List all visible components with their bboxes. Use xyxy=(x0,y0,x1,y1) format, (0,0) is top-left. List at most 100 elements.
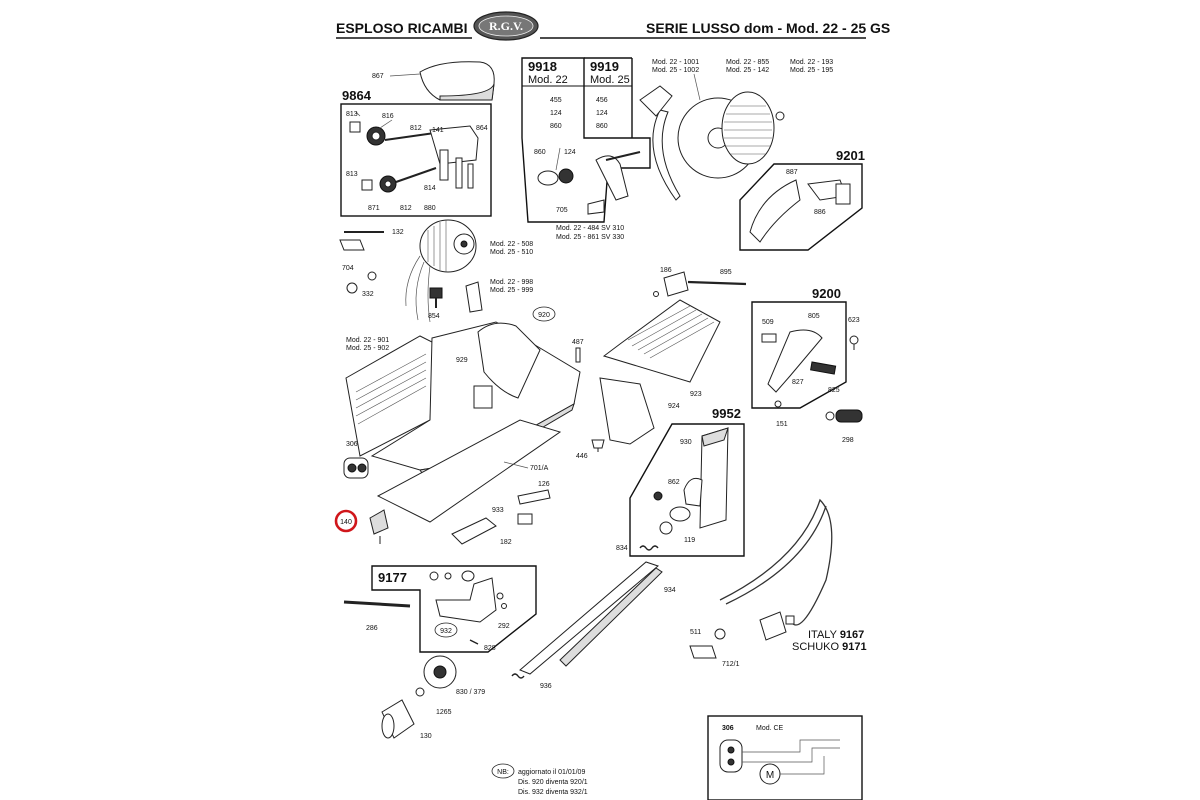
label-934: 934 xyxy=(664,587,676,594)
label-487: 487 xyxy=(572,339,584,346)
label-854: 854 xyxy=(428,313,440,320)
label-887: 887 xyxy=(786,169,798,176)
part-998-bracket xyxy=(465,281,483,313)
part-934-rail xyxy=(519,561,663,675)
part-511-cable-gland xyxy=(714,628,726,640)
label-mod22-484: Mod. 22 - 484 SV 310 xyxy=(556,225,624,232)
label-151: 151 xyxy=(776,421,788,428)
label-828: 828 xyxy=(484,645,496,652)
group-9177-box xyxy=(371,565,537,653)
part-power-cord xyxy=(719,498,833,641)
label-mod25-510: Mod. 25 - 510 xyxy=(490,249,533,256)
group-9918-model: Mod. 22 xyxy=(528,74,568,86)
note-line-1: aggiornato il 01/01/09 xyxy=(518,769,585,776)
label-932: 932 xyxy=(440,628,452,635)
group-9200-box xyxy=(751,301,847,409)
part-854-switch xyxy=(429,287,443,308)
label-871: 871 xyxy=(368,205,380,212)
label-860b: 860 xyxy=(596,123,608,130)
label-119: 119 xyxy=(684,537,695,544)
part-9864-mechanism xyxy=(349,111,479,193)
group-9918-9919-frame xyxy=(521,57,651,223)
label-929: 929 xyxy=(456,357,468,364)
group-9201-box xyxy=(739,163,863,251)
label-mod22-998: Mod. 22 - 998 xyxy=(490,279,533,286)
label-923: 923 xyxy=(690,391,702,398)
label-814: 814 xyxy=(424,185,436,192)
part-9200-handle xyxy=(761,329,837,393)
part-623-knob xyxy=(849,335,859,350)
schuko-plug-label: SCHUKO 9171 xyxy=(792,641,867,653)
group-9919: 9919 xyxy=(590,59,619,74)
group-9919-model: Mod. 25 xyxy=(590,74,630,86)
label-mod22-193: Mod. 22 - 193 xyxy=(790,59,833,66)
part-blade-cover xyxy=(721,91,785,165)
label-623: 623 xyxy=(848,317,860,324)
part-828-screw xyxy=(469,639,479,645)
part-487-screw xyxy=(575,347,581,363)
label-286: 286 xyxy=(366,625,378,632)
label-mod22-508: Mod. 22 - 508 xyxy=(490,241,533,248)
label-455: 455 xyxy=(550,97,562,104)
part-830-dial xyxy=(423,655,457,689)
group-9952: 9952 xyxy=(712,406,741,421)
group-9200: 9200 xyxy=(812,286,841,301)
highlight-ring-140 xyxy=(334,509,358,533)
label-825: 825 xyxy=(828,387,840,394)
part-126-bar xyxy=(517,489,551,505)
group-9952-box xyxy=(629,423,745,557)
label-827: 827 xyxy=(792,379,804,386)
part-923-tray xyxy=(602,299,721,383)
label-924: 924 xyxy=(668,403,680,410)
label-1265: 1265 xyxy=(436,709,452,716)
label-812b: 812 xyxy=(400,205,412,212)
part-924-bracket xyxy=(599,377,655,445)
svg-text:M: M xyxy=(766,770,774,781)
label-124b: 124 xyxy=(596,110,608,117)
label-895: 895 xyxy=(720,269,732,276)
label-509: 509 xyxy=(762,319,774,326)
part-140-foot xyxy=(369,509,389,544)
label-140: 140 xyxy=(340,519,352,526)
label-920-bubble: 920 xyxy=(532,306,556,322)
part-130-knob xyxy=(381,699,415,739)
part-701A-base xyxy=(376,419,562,523)
label-813b: 813 xyxy=(346,171,358,178)
label-mod25-1002: Mod. 25 - 1002 xyxy=(652,67,699,74)
label-860a: 860 xyxy=(550,123,562,130)
label-864: 864 xyxy=(476,125,488,132)
label-mod25-142: Mod. 25 - 142 xyxy=(726,67,769,74)
label-mod22-1001: Mod. 22 - 1001 xyxy=(652,59,699,66)
label-132: 132 xyxy=(392,229,404,236)
part-motor xyxy=(405,219,477,323)
label-830: 830 / 379 xyxy=(456,689,485,696)
label-701A: 701/A xyxy=(530,465,549,472)
label-mod22-901: Mod. 22 - 901 xyxy=(346,337,389,344)
part-151-screw xyxy=(774,400,782,408)
part-895-rod xyxy=(687,280,747,286)
label-880: 880 xyxy=(424,205,436,212)
part-sharpener-assembly xyxy=(537,147,641,215)
label-mod22-855: Mod. 22 - 855 xyxy=(726,59,769,66)
group-9177: 9177 xyxy=(378,570,407,585)
logo-text: R.G.V. xyxy=(489,19,523,33)
label-812a: 812 xyxy=(410,125,422,132)
ce-switch-symbol xyxy=(719,739,743,773)
label-332: 332 xyxy=(362,291,374,298)
part-834-spring xyxy=(639,545,659,551)
label-867: 867 xyxy=(372,73,384,80)
label-186: 186 xyxy=(660,267,672,274)
label-511: 511 xyxy=(690,629,701,636)
label-932-bubble: 932 xyxy=(434,622,458,638)
part-446-foot xyxy=(591,439,605,452)
label-813a: 813 xyxy=(346,111,358,118)
part-704-plate xyxy=(339,239,365,251)
part-933-foot-pad xyxy=(451,517,497,545)
part-182-clamp xyxy=(517,513,533,525)
label-920: 920 xyxy=(538,312,550,319)
label-292: 292 xyxy=(498,623,510,630)
part-712-plate xyxy=(689,645,717,659)
rgv-logo: R.G.V. xyxy=(473,11,539,41)
